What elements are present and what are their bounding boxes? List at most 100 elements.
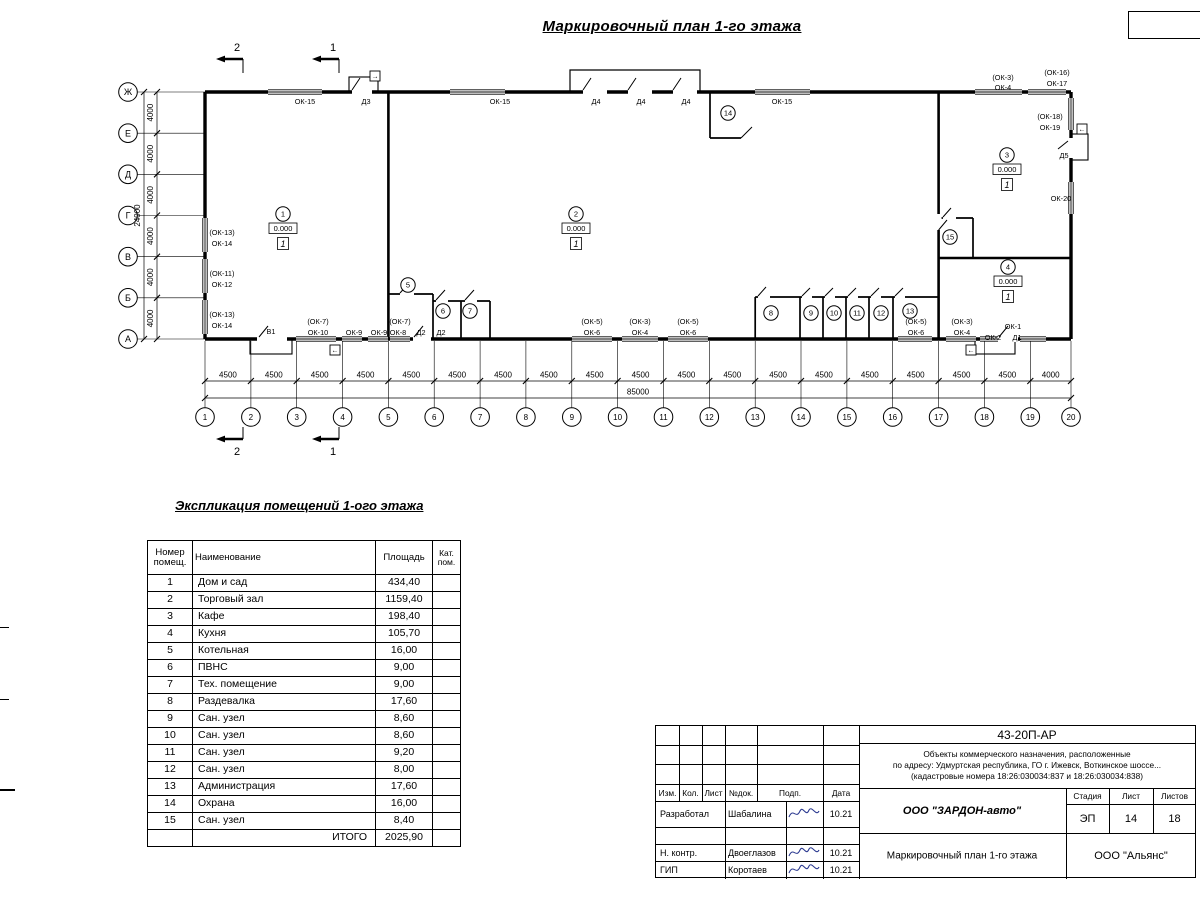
schedule-cell: Дом и сад [192, 574, 376, 592]
schedule-cell [432, 744, 461, 762]
room-number: 2 [574, 210, 578, 219]
schedule-cell: 198,40 [375, 608, 433, 626]
floor-type-box [1002, 290, 1014, 303]
stage-value: 18 [1168, 812, 1181, 825]
axis-number: 16 [888, 413, 897, 422]
axis-number: 3 [294, 413, 299, 422]
floor-type-box [570, 237, 582, 250]
staff-name: Двоеглазов [728, 847, 776, 858]
room-number: 15 [946, 233, 954, 242]
axis-bubble [332, 407, 353, 427]
stage-value: ЭП [1079, 812, 1096, 825]
axis-number: 11 [659, 413, 668, 422]
rev-header: Лист [704, 787, 723, 798]
section-arrow-icon [216, 435, 225, 443]
project-description: по адресу: Удмуртская республика, ГО г. … [892, 760, 1162, 770]
opening-label: ОК-14 [212, 321, 232, 330]
axis-bubble [928, 407, 949, 427]
opening-label: (ОК-3) [951, 317, 972, 326]
room-number-bubble [902, 303, 918, 319]
dim-label: 4000 [1042, 371, 1060, 380]
schedule-cell: Кухня [192, 625, 376, 643]
staff-role: Н. контр. [660, 847, 698, 858]
schedule-cell: 15 [147, 812, 193, 830]
dim-tick [140, 88, 148, 96]
room-number: 4 [1006, 263, 1010, 272]
schedule-title: Экспликация помещений 1-ого этажа [175, 498, 424, 513]
schedule-cell: Сан. узел [192, 727, 376, 745]
axis-number: 7 [478, 413, 483, 422]
schedule-cell: 5 [147, 642, 193, 660]
section-arrow-icon [216, 55, 225, 63]
schedule-cell: 16,00 [375, 642, 433, 660]
opening-label: (ОК-11) [210, 269, 235, 278]
opening-label: ОК-6 [908, 328, 924, 337]
dim-label: 4500 [678, 371, 696, 380]
schedule-cell: ПВНС [192, 659, 376, 677]
schedule-cell: Раздевалка [192, 693, 376, 711]
titleblock-line [656, 784, 859, 785]
axis-number: 6 [432, 413, 437, 422]
titleblock-line [823, 726, 824, 879]
room-number: 13 [906, 307, 914, 316]
opening-label: Д5 [1060, 151, 1069, 160]
floor-type-box [1001, 178, 1013, 191]
opening-label: ОК-15 [295, 97, 315, 106]
schedule-cell [432, 778, 461, 796]
titleblock-line [679, 726, 680, 801]
opening-label: Д4 [682, 97, 691, 106]
room-number: 6 [441, 307, 445, 316]
opening-label: ОК-1 [1005, 322, 1021, 331]
opening-label: ОК-6 [584, 328, 600, 337]
opening-label: (ОК-5) [677, 317, 698, 326]
schedule-cell: Тех. помещение [192, 676, 376, 694]
signature [788, 808, 820, 818]
dim-label: 4500 [907, 371, 925, 380]
room-number-bubble [1000, 259, 1016, 275]
opening-label: ОК-9 [346, 328, 362, 337]
elevation-box [992, 163, 1022, 175]
schedule-cell: Сан. узел [192, 710, 376, 728]
dim-label: 4000 [146, 185, 155, 203]
axis-letter: Е [125, 128, 131, 138]
room-number-bubble [826, 305, 842, 321]
opening-label: (ОК-3) [992, 73, 1013, 82]
axis-bubble [974, 407, 995, 427]
room-number: 3 [1005, 151, 1009, 160]
schedule-header-area: Площадь [375, 540, 433, 575]
dim-label: 4500 [357, 371, 375, 380]
frame-corner-line [1128, 11, 1129, 39]
dim-label: 4500 [265, 371, 283, 380]
dim-label: 4500 [998, 371, 1016, 380]
room-number-bubble [849, 305, 865, 321]
schedule-cell [432, 659, 461, 677]
room-number-bubble [720, 105, 736, 121]
room-number-bubble [462, 303, 478, 319]
schedule-cell: 11 [147, 744, 193, 762]
dim-label: 4000 [146, 144, 155, 162]
staff-role: ГИП [660, 865, 678, 875]
project-description: Объекты коммерческого назначения, распол… [923, 749, 1131, 759]
opening-label: Д1 [1013, 333, 1022, 342]
schedule-cell: 12 [147, 761, 193, 779]
dim-label: 4000 [146, 103, 155, 121]
axis-bubble [516, 407, 536, 427]
room-number: 14 [724, 109, 732, 118]
dim-label: 4500 [448, 371, 466, 380]
axis-number: 1 [203, 413, 208, 422]
frame-mark [0, 699, 9, 700]
titleblock-line [702, 726, 703, 801]
titleblock-line [757, 726, 758, 801]
title-block: 43-20П-АР Объекты коммерческого назначен… [655, 725, 1196, 879]
dim-tick [140, 335, 148, 343]
entrance-arrow-icon: ← [1079, 127, 1086, 134]
rev-header: Подп. [778, 787, 802, 798]
opening-label: ОК-20 [1051, 194, 1071, 203]
floor-type-box [277, 237, 289, 250]
opening-label: Д3 [362, 97, 371, 106]
schedule-cell [147, 829, 193, 847]
